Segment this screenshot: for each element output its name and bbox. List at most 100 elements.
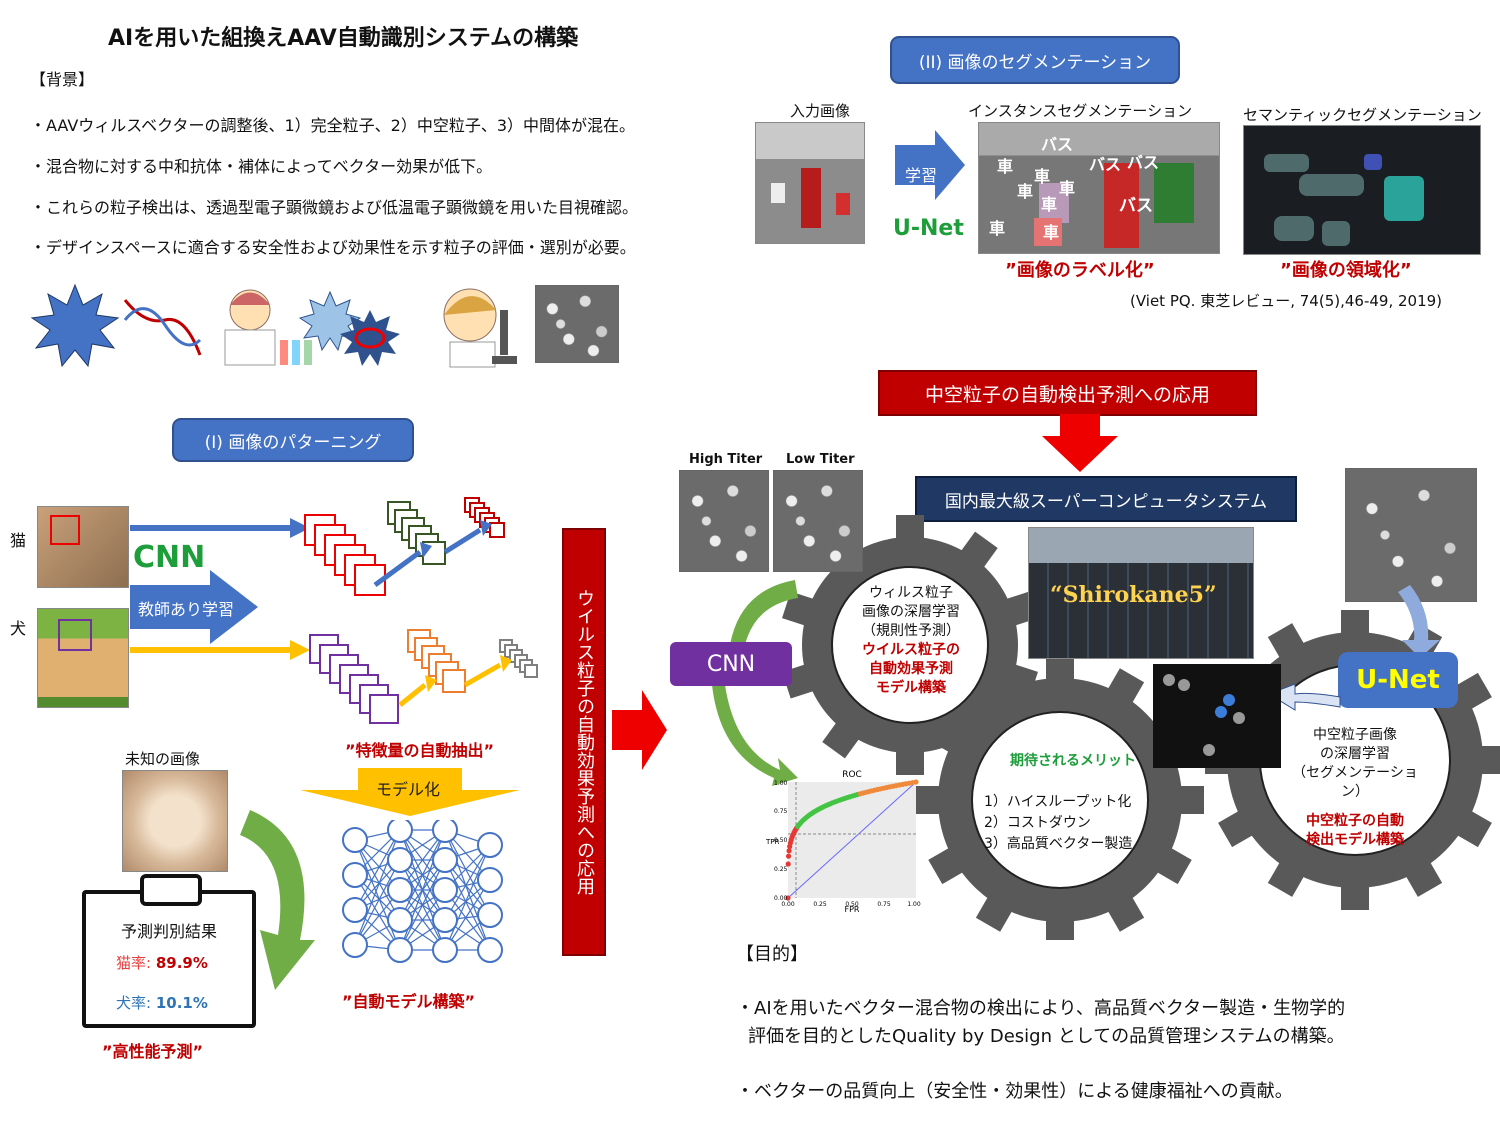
green-feature-maps [387, 501, 446, 565]
roc-tick: 0.00 [781, 901, 795, 908]
semantic-seg-label: セマンティックセグメンテーション [1243, 106, 1482, 124]
background-item: ・AAVウィルスベクターの調整後、1）完全粒子、2）中空粒子、3）中間体が混在。 [30, 116, 636, 135]
car-tag: 車 [1059, 179, 1076, 198]
gear1-text: ウィルス粒子 画像の深層学習 （規則性予測） ウイルス粒子の 自動効果予測 モデ… [845, 584, 977, 698]
page-title: AIを用いた組換えAAV自動識別システムの構築 [108, 26, 579, 51]
supervised-arrow [130, 570, 258, 644]
gear3-line: 中空粒子画像 [1313, 727, 1397, 743]
roc-tick: 0.25 [774, 866, 788, 873]
patterning-heading: (I) 画像のパターニング [172, 418, 414, 462]
label-caption: ”画像のラベル化” [1005, 260, 1155, 281]
low-titer-label: Low Titer [786, 452, 855, 467]
nn-node [432, 847, 458, 873]
right-arrow [612, 690, 667, 770]
nn-node [387, 820, 413, 843]
purpose-item: ・ベクターの品質向上（安全性・効果性）による健康福祉への貢献。 [736, 1081, 1293, 1102]
background-illustrations [30, 283, 517, 368]
roc-tick: 0.75 [774, 808, 788, 815]
roc-point [786, 848, 792, 854]
background-item: ・これらの粒子検出は、透過型電子顕微鏡および低温電子顕微鏡を用いた目視確認。 [30, 198, 639, 217]
em-hollow-image [1345, 468, 1477, 602]
nn-node [432, 937, 458, 963]
traffic-input-image [755, 122, 865, 244]
car-tag: 車 [1017, 182, 1034, 201]
gear3-line: の深層学習 [1320, 746, 1390, 762]
gear3-text: 中空粒子画像 の深層学習 （セグメンテーション） 中空粒子の自動 検出モデル構築 [1285, 726, 1425, 850]
background-heading: 【背景】 [30, 70, 95, 89]
unknown-cat-image [122, 770, 228, 872]
purpose-item: 評価を目的としたQuality by Design としての品質管理システムの構… [748, 1026, 1345, 1047]
nn-node [342, 897, 368, 923]
car-tag: 車 [1043, 223, 1060, 242]
nn-node [342, 932, 368, 958]
gear1-line: （規則性予測） [862, 623, 960, 639]
down-arrow [1042, 414, 1118, 472]
roc-point [785, 861, 791, 867]
purpose-heading: 【目的】 [736, 944, 808, 965]
low-titer-image [773, 470, 863, 572]
background-item: ・デザインスペースに適合する安全性および効果性を示す粒子の評価・選別が必要。 [30, 238, 636, 257]
orange-feature-maps [407, 629, 466, 693]
bus-tag: バス [1041, 135, 1074, 154]
gear1-center [831, 566, 989, 724]
feature-caption: ”特徴量の自動抽出” [345, 741, 495, 760]
high-perf-caption: ”高性能予測” [102, 1042, 204, 1061]
car-tag: 車 [1041, 195, 1058, 214]
roc-tick: 0.25 [813, 901, 827, 908]
dog-rate-label: 犬率: [116, 994, 156, 1012]
citation: (Viet PQ. 東芝レビュー, 74(5),46-49, 2019) [1130, 292, 1443, 310]
unet-left-arrow [1267, 683, 1341, 711]
segmentation-output-image [1153, 664, 1281, 768]
shirokane-label: “Shirokane5” [1050, 582, 1217, 608]
purpose-item: ・AIを用いたベクター混合物の検出により、高品質ベクター製造・生物学的 [736, 998, 1346, 1019]
cat-rate-label: 猫率: [116, 954, 156, 972]
car-tag: 車 [1034, 167, 1051, 186]
purple-feature-maps [309, 634, 399, 724]
prediction-arrow [240, 810, 315, 990]
dog-label: 犬 [10, 619, 27, 638]
bus-tag: バス [1119, 196, 1153, 216]
supercomputer-image [1028, 527, 1254, 659]
input-image-label: 入力画像 [790, 102, 851, 120]
supervised-label: 教師あり学習 [138, 600, 235, 619]
gear1-line: 自動効果予測 [869, 661, 953, 677]
cnn-badge: CNN [670, 642, 792, 686]
result-title: 予測判別結果 [120, 922, 217, 941]
middle-application-bar: ウイルス粒子の自動効果予測への応用 [562, 528, 606, 956]
nn-node [432, 907, 458, 933]
unet-label-app: U-Net [1338, 652, 1458, 708]
cnn-curve-arrows [712, 580, 798, 786]
nn-node [432, 877, 458, 903]
nn-node [387, 937, 413, 963]
cat-rate-value: 89.9% [155, 954, 208, 972]
unet-label-seg: U-Net [893, 216, 964, 241]
cnn-label: CNN [133, 540, 206, 575]
merit-item: 3）高品質ベクター製造 [984, 836, 1133, 852]
em-micrograph-image [535, 285, 619, 363]
nn-node [477, 902, 503, 928]
prediction-result-board: 予測判別結果 猫率: 89.9% 犬率: 10.1% [82, 874, 256, 1028]
instance-seg-image: 車 車 車 車 車 車 車 バス バス バス バス [978, 122, 1220, 254]
gear2-text: 1）ハイスループット化 2）コストダウン 3）高品質ベクター製造 [984, 792, 1132, 855]
roc-tick: 0.50 [845, 901, 859, 908]
nn-node [477, 937, 503, 963]
roc-chart: ROC FPR TPR 0.00 0.25 0.50 0.75 1.00 0.0… [765, 770, 921, 914]
unknown-image-label: 未知の画像 [125, 750, 201, 768]
roc-point [913, 779, 919, 785]
semantic-seg-image [1243, 125, 1481, 255]
gear1-line: 画像の深層学習 [862, 604, 960, 620]
gray-feature-maps [499, 639, 538, 678]
unet-down-arrow [1398, 585, 1440, 658]
neural-network-icon [342, 820, 503, 963]
learn-arrow [895, 130, 965, 200]
high-titer-image [679, 470, 769, 572]
nn-node [342, 862, 368, 888]
gear3-line: （セグメンテーション） [1292, 765, 1418, 800]
application-heading: 中空粒子の自動検出予測への応用 [878, 370, 1257, 416]
roc-title: ROC [842, 770, 862, 780]
roc-point [785, 853, 792, 859]
car-tag: 車 [997, 157, 1014, 176]
nn-node [387, 847, 413, 873]
scientist-icon [224, 289, 312, 366]
gear2-center [971, 711, 1149, 889]
